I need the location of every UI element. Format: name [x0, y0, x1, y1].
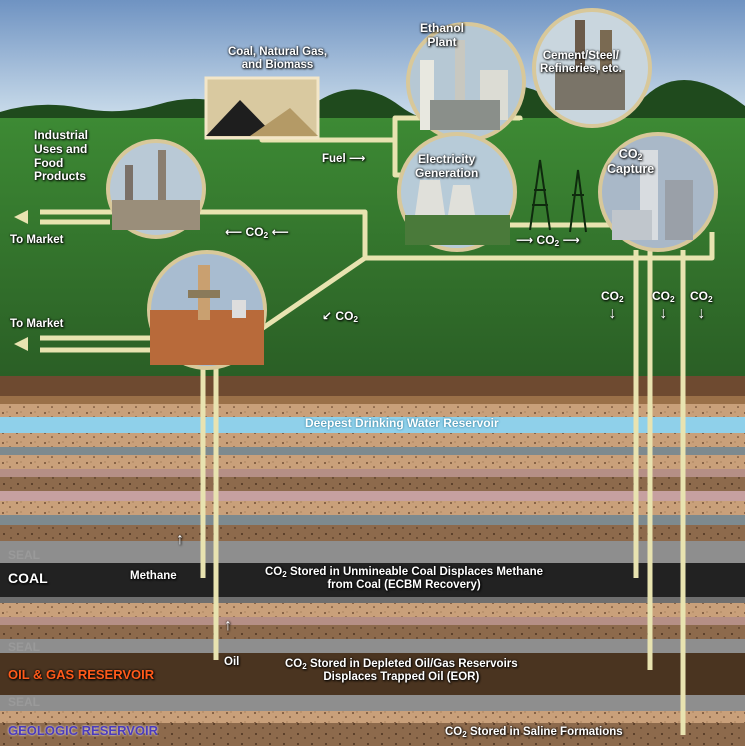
co2-flow-label-to-market: ⟵ CO2 ⟵: [225, 225, 289, 241]
co2-injection-label-saline: CO2↓: [690, 289, 713, 322]
seal-label-3: SEAL: [8, 695, 41, 709]
market-arrows: [14, 210, 28, 351]
drinking-water-label: Deepest Drinking Water Reservoir: [305, 416, 499, 430]
fuel-label: Fuel ⟶: [322, 151, 366, 165]
cement-steel-label: Cement/Steel/ Refineries, etc.: [540, 50, 622, 76]
methane-arrow-icon: ↑: [176, 531, 184, 548]
coal-label: COAL: [8, 570, 48, 586]
ethanol-plant-label: Ethanol Plant: [420, 21, 464, 49]
underground-strata: [0, 376, 745, 746]
power-pylons: [529, 159, 587, 233]
co2-injection-label-oil: CO2↓: [652, 289, 675, 322]
coal-storage-label: CO2 Stored in Unmineable Coal Displaces …: [265, 566, 543, 592]
co2-flow-label-to-wellhead: ↙ CO2: [322, 309, 359, 325]
cement-steel-photo: [532, 8, 652, 128]
saline-storage-label: CO2 Stored in Saline Formations: [445, 726, 623, 739]
industrial-plant-photo: [106, 139, 206, 239]
to-market-label-upper: To Market: [10, 234, 64, 246]
co2-flow-label-to-capture: ⟶ CO2 ⟶: [516, 233, 580, 249]
coal-gas-biomass-label: Coal, Natural Gas, and Biomass: [228, 46, 328, 72]
coal-pile-photo: [204, 76, 320, 140]
seal-label-2: SEAL: [8, 640, 41, 654]
oil-gas-reservoir-label: OIL & GAS RESERVOIR: [8, 667, 155, 682]
seal-label-1: SEAL: [8, 548, 41, 562]
electricity-generation-label: Electricity Generation: [415, 152, 479, 180]
industrial-uses-label: Industrial Uses and Food Products: [34, 128, 89, 184]
oil-arrow-icon: ↑: [224, 617, 232, 634]
ethanol-plant-photo: [406, 22, 526, 142]
oil-label: Oil: [224, 656, 240, 668]
to-market-label-lower: To Market: [10, 318, 64, 330]
geologic-reservoir-label: GEOLOGIC RESERVOIR: [8, 723, 159, 738]
methane-label: Methane: [130, 570, 177, 582]
co2-capture-photo: [598, 132, 718, 252]
wellhead-photo: [147, 250, 267, 370]
oil-storage-label: CO2 Stored in Depleted Oil/Gas Reservoir…: [285, 658, 518, 684]
electricity-plant-photo: [397, 132, 517, 252]
co2-injection-label-coal: CO2↓: [601, 289, 624, 322]
